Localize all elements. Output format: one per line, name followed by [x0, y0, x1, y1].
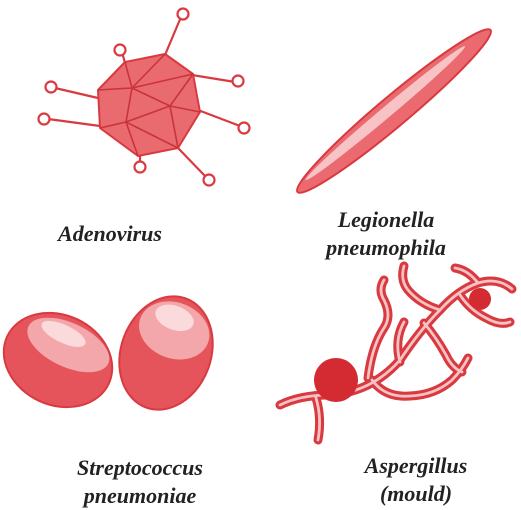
aspergillus-label: Aspergillus (mould)	[336, 452, 496, 508]
legionella-label-line-2: pneumophila	[296, 234, 476, 262]
aspergillus-label-line-2: (mould)	[336, 480, 496, 508]
legionella-label-line-1: Legionella	[296, 206, 476, 234]
streptococcus-label-line-1: Streptococcus	[30, 454, 250, 482]
adenovirus-label-line-1: Adenovirus	[30, 220, 190, 248]
aspergillus-label-line-1: Aspergillus	[336, 452, 496, 480]
streptococcus-label: Streptococcus pneumoniae	[30, 454, 250, 510]
legionella-label: Legionella pneumophila	[296, 206, 476, 262]
streptococcus-label-line-2: pneumoniae	[30, 482, 250, 510]
adenovirus-label: Adenovirus	[30, 220, 190, 248]
